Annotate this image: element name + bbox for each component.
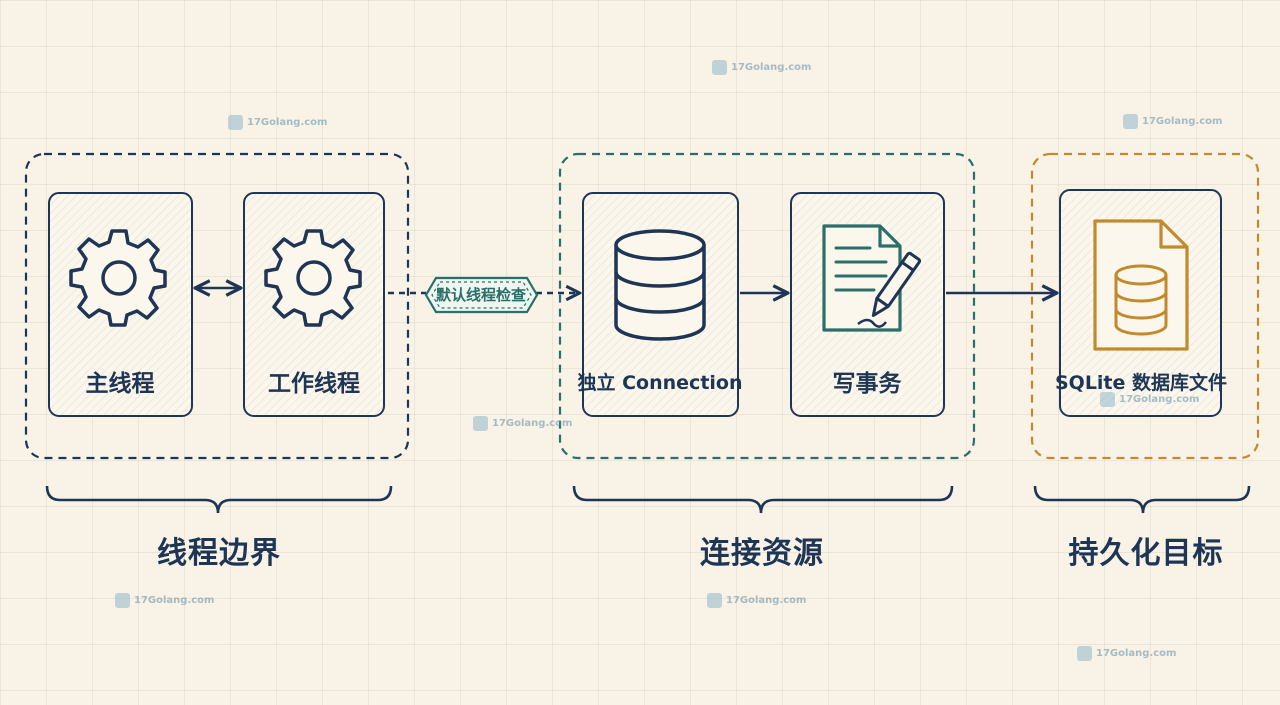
group-box-persistence-target xyxy=(1030,152,1260,460)
gear-icon xyxy=(69,229,167,327)
watermark-logo-icon xyxy=(1100,392,1115,407)
watermark: 17Golang.com xyxy=(712,60,811,75)
node-label-worker-thread: 工作线程 xyxy=(268,371,360,397)
database-file-icon xyxy=(1093,219,1189,351)
watermark-logo-icon xyxy=(1123,114,1138,129)
group-label-persistence-target: 持久化目标 xyxy=(1068,536,1224,571)
group-box-thread-boundary xyxy=(24,152,410,460)
brace-thread-boundary xyxy=(45,485,393,514)
watermark: 17Golang.com xyxy=(228,115,327,130)
watermark-logo-icon xyxy=(228,115,243,130)
group-box-connection-resource xyxy=(558,152,976,460)
watermark: 17Golang.com xyxy=(473,416,572,431)
brace-connection-resource xyxy=(572,485,954,514)
database-icon xyxy=(614,229,706,341)
watermark: 17Golang.com xyxy=(1100,392,1199,407)
watermark-logo-icon xyxy=(1077,646,1092,661)
node-label-main-thread: 主线程 xyxy=(85,371,155,397)
gear-icon xyxy=(264,229,362,327)
edge-label-thread-check: 默认线程检查 xyxy=(435,286,526,304)
node-label-connection: 独立 Connection xyxy=(577,372,743,394)
group-label-connection-resource: 连接资源 xyxy=(700,536,824,571)
watermark: 17Golang.com xyxy=(1077,646,1176,661)
edge-label-badge xyxy=(424,276,539,314)
watermark-logo-icon xyxy=(712,60,727,75)
watermark: 17Golang.com xyxy=(707,593,806,608)
node-label-sqlite-file: SQLite 数据库文件 xyxy=(1054,372,1228,394)
watermark-logo-icon xyxy=(115,593,130,608)
document-pen-icon xyxy=(822,224,922,332)
watermark-logo-icon xyxy=(473,416,488,431)
brace-persistence-target xyxy=(1033,485,1251,514)
group-label-thread-boundary: 线程边界 xyxy=(157,536,281,571)
watermark: 17Golang.com xyxy=(115,593,214,608)
node-label-write-transaction: 写事务 xyxy=(832,371,902,397)
watermark: 17Golang.com xyxy=(1123,114,1222,129)
watermark-logo-icon xyxy=(707,593,722,608)
